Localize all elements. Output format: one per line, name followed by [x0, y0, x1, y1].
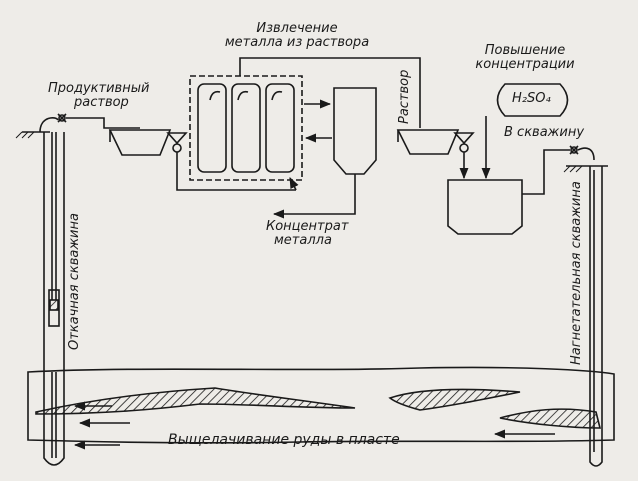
ore-lens-bottom	[499, 408, 602, 429]
pipe-productive	[66, 117, 140, 129]
label-metal-extraction: Извлечение металла из раствора	[212, 22, 382, 50]
label-metal-concentrate-line2: металла	[274, 233, 332, 248]
separator-vessel	[272, 87, 377, 219]
label-leaching: Выщелачивание руды в пласте	[168, 432, 400, 448]
ore-lens-left	[35, 387, 356, 415]
pump-1	[166, 132, 296, 191]
label-metal-concentrate: Концентрат металла	[266, 220, 348, 248]
concentrate-outflow	[272, 174, 356, 219]
label-to-well: В скважину	[504, 125, 585, 140]
pumping-valve-icon	[57, 113, 67, 123]
ore-lens-right	[388, 388, 521, 411]
label-metal-concentrate-line1: Концентрат	[266, 219, 349, 234]
pipe-to-injection	[522, 149, 570, 195]
label-productive-solution-line1: Продуктивный	[48, 81, 150, 96]
settling-tank-1	[108, 129, 172, 156]
ore-layer	[27, 366, 615, 444]
injection-well	[566, 145, 608, 467]
label-concentration-increase-line1: Повышение	[484, 43, 566, 58]
extraction-unit	[189, 57, 421, 181]
injection-valve-icon	[569, 145, 579, 155]
label-concentration-increase: Повышение концентрации	[470, 44, 580, 72]
label-solution: Раствор	[397, 69, 412, 124]
label-productive-solution-line2: раствор	[74, 95, 129, 110]
label-productive-solution: Продуктивный раствор	[48, 82, 149, 110]
acid-tank	[481, 83, 569, 180]
pipe-to-reagent	[239, 57, 421, 128]
label-pumping-well: Откачная скважина	[67, 213, 82, 350]
mixing-tank	[447, 149, 570, 235]
label-metal-extraction-line1: Извлечение	[256, 21, 338, 36]
flow-arrows	[73, 401, 555, 450]
label-reagent: H₂SO₄	[512, 91, 551, 106]
pump-2	[453, 132, 475, 180]
label-metal-extraction-line2: металла из раствора	[224, 35, 370, 50]
label-concentration-increase-line2: концентрации	[475, 57, 575, 72]
ground-surface	[15, 131, 583, 173]
settling-tank-2	[396, 129, 460, 155]
pumping-well	[22, 113, 67, 466]
label-injection-well: Нагнетательная скважина	[569, 181, 584, 365]
